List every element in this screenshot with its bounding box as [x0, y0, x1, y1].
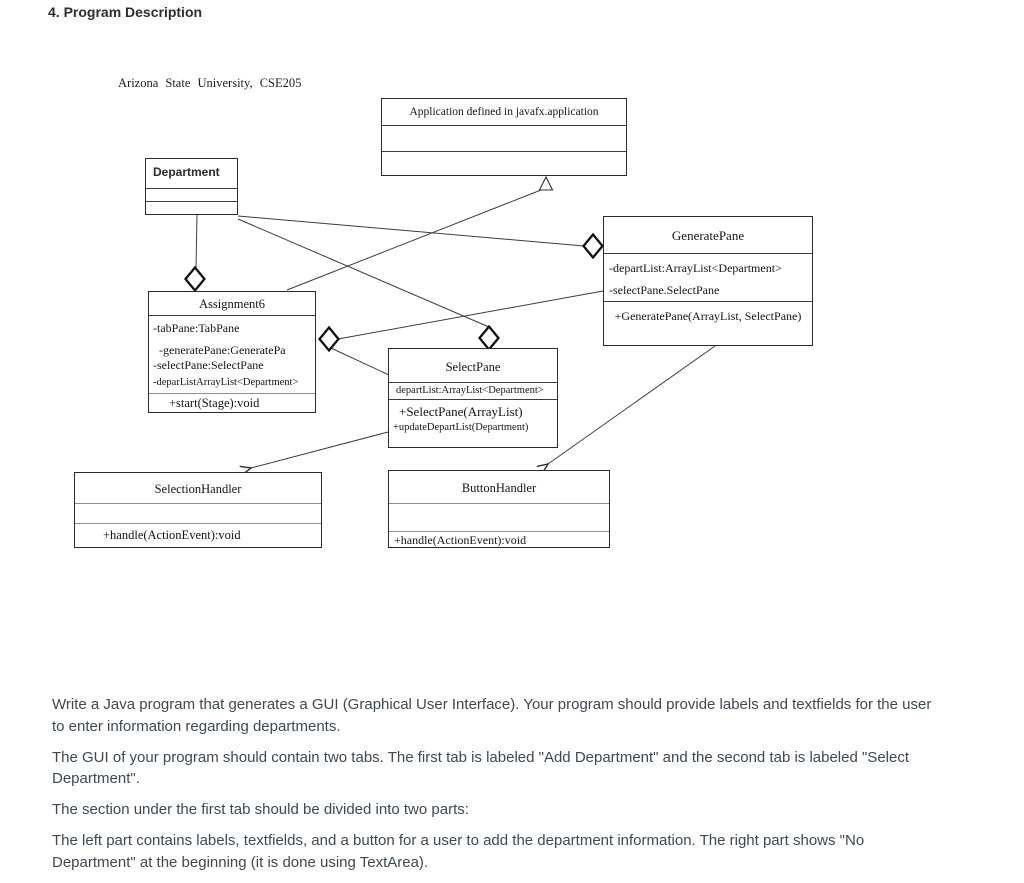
class-attributes-compartment: departList:ArrayList<Department>	[389, 382, 557, 399]
paragraph-3: The section under the first tab should b…	[52, 801, 469, 818]
edge-department-generatepane	[237, 215, 585, 247]
attribute: -tabPane:TabPane	[153, 321, 240, 335]
attribute: -departList:ArrayList<Department>	[609, 261, 782, 275]
class-box-buttonhandler: ButtonHandler +handle(ActionEvent):void	[388, 470, 610, 548]
uml-connectors	[184, 175, 716, 620]
section-heading: 4. Program Description	[48, 4, 203, 20]
class-methods-compartment: +GeneratePane(ArrayList, SelectPane)	[604, 301, 812, 345]
paragraph-2: The GUI of your program should contain t…	[52, 748, 910, 788]
edge-selectpane-selectionhandler	[251, 431, 389, 468]
edge-assignment6-selectpane	[330, 347, 390, 376]
class-title-department: Department	[153, 165, 220, 179]
aggregation-diamond-selectpane-top	[478, 324, 500, 352]
class-attributes-compartment	[382, 125, 626, 151]
class-attributes-compartment	[75, 503, 321, 523]
class-attributes-compartment: -tabPane:TabPane -generatePane:GenerateP…	[149, 315, 315, 393]
attribute: -generatePane:GeneratePa	[159, 343, 286, 357]
method: +updateDepartList(Department)	[393, 422, 529, 433]
class-methods-compartment: +handle(ActionEvent):void	[389, 531, 609, 547]
attribute: -selectPane:SelectPane	[153, 358, 264, 372]
edge-department-selectpane	[237, 218, 490, 328]
method: +handle(ActionEvent):void	[394, 533, 527, 547]
class-box-assignment6: Assignment6 -tabPane:TabPane -generatePa…	[148, 291, 316, 413]
aggregation-diamond-generatepane-left	[582, 232, 604, 260]
class-methods-compartment: +handle(ActionEvent):void	[75, 523, 321, 547]
class-box-selectpane: SelectPane departList:ArrayList<Departme…	[388, 348, 558, 448]
method: +SelectPane(ArrayList)	[399, 404, 523, 419]
paragraph-1: Write a Java program that generates a GU…	[52, 696, 932, 735]
class-attributes-compartment: -departList:ArrayList<Department> -selec…	[604, 253, 812, 301]
edge-assignment6-generatepane	[337, 290, 604, 340]
class-title-selectpane: SelectPane	[445, 360, 501, 374]
aggregation-diamond-assignment6-right	[318, 325, 340, 353]
class-methods-compartment	[382, 151, 626, 175]
attribute: -deparListArrayList<Department>	[153, 377, 299, 388]
class-methods-compartment	[146, 201, 237, 214]
aggregation-diamond-assignment6-top	[184, 265, 206, 293]
description-text: Write a Java program that generates a GU…	[52, 694, 942, 883]
class-attributes-compartment	[146, 188, 237, 201]
edge-department-assignment6	[195, 214, 198, 269]
class-attributes-compartment	[389, 503, 609, 531]
class-methods-compartment: +SelectPane(ArrayList) +updateDepartList…	[389, 399, 557, 447]
class-title-assignment6: Assignment6	[199, 297, 265, 311]
paragraph-4: The left part contains labels, textfield…	[52, 832, 865, 871]
inheritance-triangle-application	[538, 175, 554, 191]
course-label: Arizona State University, CSE205	[118, 76, 302, 90]
method: +handle(ActionEvent):void	[103, 528, 241, 542]
method: +GeneratePane(ArrayList, SelectPane)	[614, 309, 802, 323]
class-box-selectionhandler: SelectionHandler +handle(ActionEvent):vo…	[74, 472, 322, 548]
class-title-generatepane: GeneratePane	[671, 228, 745, 243]
method: +start(Stage):void	[169, 396, 260, 410]
class-title-selectionhandler: SelectionHandler	[154, 482, 242, 496]
class-box-department: Department	[145, 158, 238, 215]
attribute: departList:ArrayList<Department>	[396, 385, 544, 396]
class-methods-compartment: +start(Stage):void	[149, 393, 315, 412]
attribute: -selectPane.SelectPane	[609, 283, 720, 297]
edge-generatepane-buttonhandler	[548, 345, 716, 464]
class-title-application: Application defined in javafx.applicatio…	[409, 106, 599, 118]
class-box-generatepane: GeneratePane -departList:ArrayList<Depar…	[603, 216, 813, 346]
edge-assignment6-application	[286, 189, 542, 291]
class-title-buttonhandler: ButtonHandler	[461, 481, 537, 495]
class-box-application: Application defined in javafx.applicatio…	[381, 98, 627, 176]
